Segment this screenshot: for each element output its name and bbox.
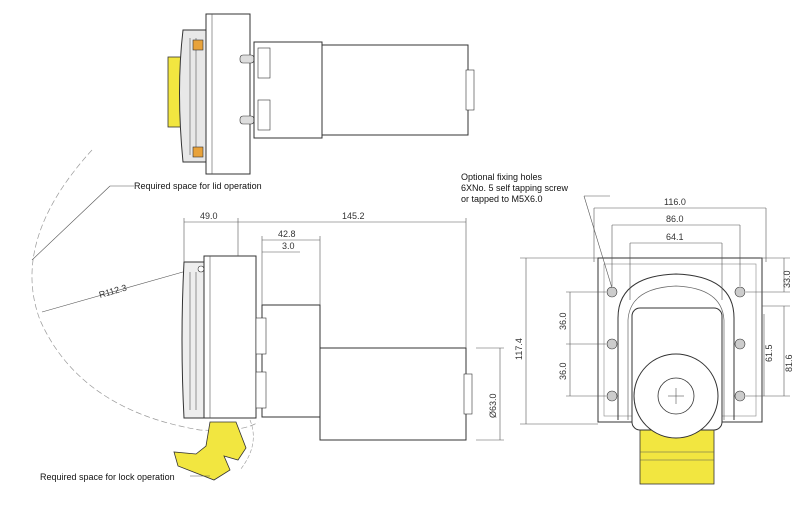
side-view-pump-head bbox=[261, 304, 321, 418]
dim-64: 64.1 bbox=[666, 232, 684, 242]
dim-dia63: Ø63.0 bbox=[488, 393, 498, 418]
lock-yellow bbox=[173, 421, 247, 481]
dim-61: 61.5 bbox=[764, 344, 774, 362]
dim-radius: R112.3 bbox=[98, 282, 128, 299]
top-view-motor bbox=[321, 44, 469, 136]
side-view-housing bbox=[203, 255, 257, 419]
top-view-lid bbox=[179, 29, 207, 163]
dim-81: 81.6 bbox=[784, 354, 794, 372]
note-fixing-line2: 6XNo. 5 self tapping screw bbox=[461, 183, 569, 193]
fixing-hole bbox=[606, 338, 618, 350]
dim-3: 3.0 bbox=[282, 241, 295, 251]
dim-33: 33.0 bbox=[782, 270, 792, 288]
fixing-hole bbox=[734, 390, 746, 402]
dim-145: 145.2 bbox=[342, 211, 365, 221]
dim-49: 49.0 bbox=[200, 211, 218, 221]
fixing-hole bbox=[606, 390, 618, 402]
note-fixing-line1: Optional fixing holes bbox=[461, 172, 543, 182]
front-view bbox=[520, 195, 790, 485]
note-lid-space: Required space for lid operation bbox=[134, 181, 262, 191]
dim-117: 117.4 bbox=[514, 338, 524, 360]
dim-42: 42.8 bbox=[278, 229, 296, 239]
fixing-hole bbox=[606, 286, 618, 298]
side-view-lid bbox=[181, 261, 207, 419]
note-lock-space: Required space for lock operation bbox=[40, 472, 175, 482]
dim-116: 116.0 bbox=[664, 197, 686, 207]
dim-36-lower: 36.0 bbox=[558, 362, 568, 380]
note-fixing-line3: or tapped to M5X6.0 bbox=[461, 194, 543, 204]
dim-36-upper: 36.0 bbox=[558, 312, 568, 330]
side-view-motor bbox=[319, 347, 467, 441]
fixing-hole bbox=[734, 338, 746, 350]
top-view-housing bbox=[205, 13, 251, 175]
top-view bbox=[167, 13, 475, 175]
side-view bbox=[31, 149, 504, 481]
dim-86: 86.0 bbox=[666, 214, 684, 224]
fixing-hole bbox=[734, 286, 746, 298]
